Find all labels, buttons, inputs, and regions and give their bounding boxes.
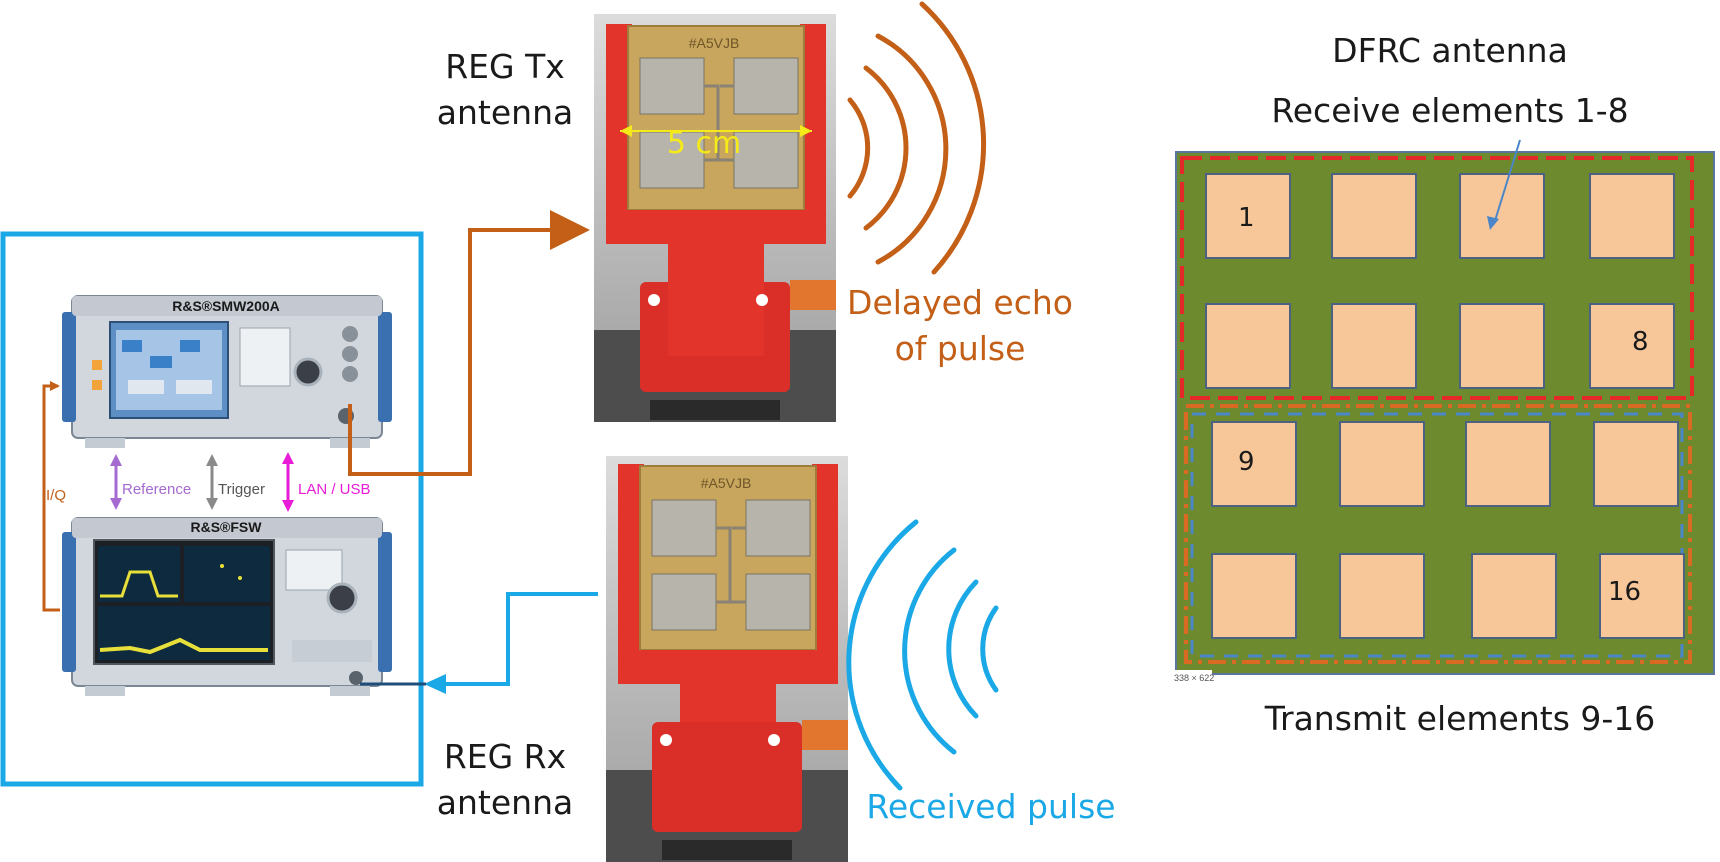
pcb-marking-rx: #A5VJB [701, 475, 752, 491]
element-number-8: 8 [1632, 327, 1649, 357]
received-pulse-label: Received pulse [866, 787, 1116, 826]
tx-antenna-label-line1: REG Tx [445, 47, 565, 86]
receive-elements-label: Receive elements 1-8 [1271, 91, 1629, 130]
size-tag: 338 × 622 [1174, 673, 1214, 683]
rx-arrowhead [424, 674, 446, 694]
iq-label: I/Q [46, 487, 66, 504]
analyzer-label: R&S®FSW [191, 519, 263, 535]
dfrc-title: DFRC antenna [1332, 31, 1568, 70]
echo-label: Delayed echo of pulse [830, 280, 1090, 372]
tx-wavefronts [847, 1, 987, 275]
tx-feed-line [348, 210, 590, 476]
trigger-arrow [206, 454, 218, 510]
element-number-16: 16 [1608, 577, 1641, 607]
rx-antenna-photo [606, 456, 848, 862]
dimension-label: 5 cm [667, 126, 741, 161]
rx-wavefronts [846, 519, 999, 791]
signal-generator [62, 295, 392, 448]
rx-feed-line [440, 592, 598, 686]
echo-label-line1: Delayed echo [847, 283, 1073, 322]
reference-label: Reference [122, 481, 191, 498]
lan-arrow [282, 452, 294, 512]
generator-label: R&S®SMW200A [172, 298, 280, 314]
rx-antenna-label-line2: antenna [436, 783, 574, 822]
pcb-marking-tx: #A5VJB [689, 35, 740, 51]
receive-region-outline [1180, 156, 1694, 400]
signal-analyzer [62, 517, 392, 696]
rx-antenna-label: REG Rx antenna [420, 734, 590, 826]
transmit-region-outline [1184, 404, 1692, 664]
element-number-9: 9 [1238, 447, 1255, 477]
echo-label-line2: of pulse [894, 329, 1026, 368]
tx-antenna-label-line2: antenna [436, 93, 574, 132]
element-number-1: 1 [1238, 203, 1255, 233]
transmit-elements-label: Transmit elements 9-16 [1264, 699, 1656, 738]
reference-arrow [110, 454, 122, 510]
tx-antenna-photo [594, 14, 836, 422]
dfrc-array [1172, 139, 1715, 684]
tx-antenna-label: REG Tx antenna [420, 44, 590, 136]
trigger-label: Trigger [218, 481, 265, 498]
lan-label: LAN / USB [298, 481, 371, 498]
rx-antenna-label-line1: REG Rx [443, 737, 567, 776]
